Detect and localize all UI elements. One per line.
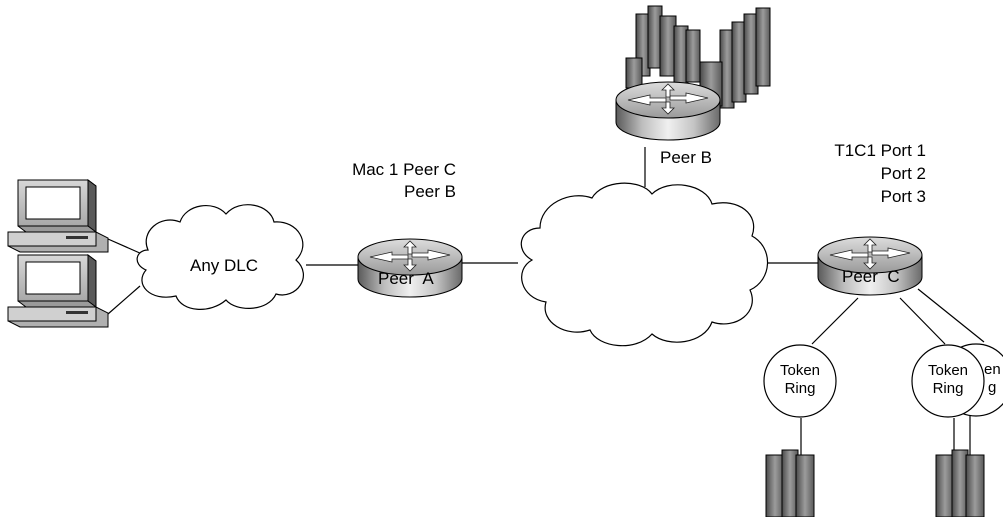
peer-a-config-line1: Mac 1 Peer C — [352, 160, 456, 179]
peer-a-config-line2: Peer B — [404, 182, 456, 201]
token-ring-icon — [763, 344, 837, 418]
token-ring-1-line1: Token — [779, 362, 821, 379]
token-ring-1-line2: Ring — [784, 380, 816, 397]
links — [107, 147, 985, 455]
peer-a-label: Peer A — [378, 269, 434, 288]
peer-c-config-line3: Port 3 — [880, 187, 926, 206]
peer-c-config-line2: Port 2 — [880, 164, 926, 183]
router-icon — [817, 236, 923, 296]
peer-c-config-line1: T1C1 Port 1 — [834, 141, 926, 160]
token-ring-icon — [911, 344, 985, 418]
cloud-icon — [520, 182, 769, 347]
peer-b-label: Peer B — [660, 148, 712, 167]
peer-c-label: Peer C — [842, 267, 900, 286]
cloud-icon — [136, 204, 304, 310]
router-icon — [615, 81, 721, 141]
any-dlc-label: Any DLC — [190, 256, 259, 275]
token-ring-3-partial-line2: g — [988, 379, 997, 396]
server-icon — [765, 449, 815, 517]
token-ring-2-line1: Token — [927, 362, 969, 379]
router-icon — [357, 238, 463, 298]
workstation-icon — [7, 254, 109, 328]
workstation-icon — [7, 179, 109, 253]
server-icon — [935, 449, 985, 517]
token-ring-3-partial-line1: en — [984, 361, 1001, 378]
token-ring-2-line2: Ring — [932, 380, 964, 397]
